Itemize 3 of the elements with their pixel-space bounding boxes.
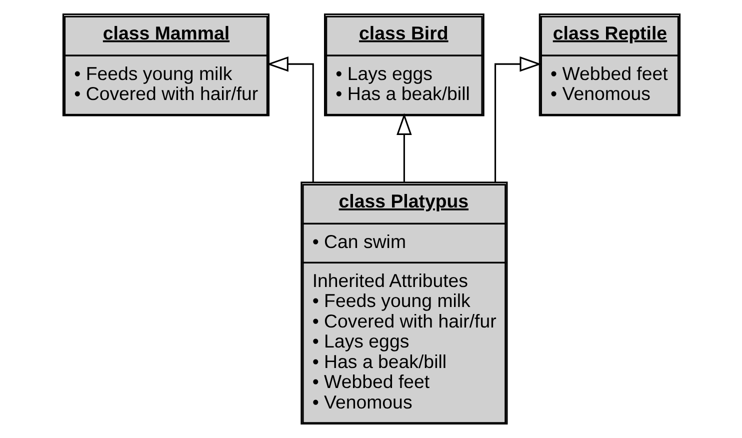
arrow: [266, 56, 314, 182]
arrow: [494, 56, 542, 182]
arrow: [396, 113, 412, 182]
